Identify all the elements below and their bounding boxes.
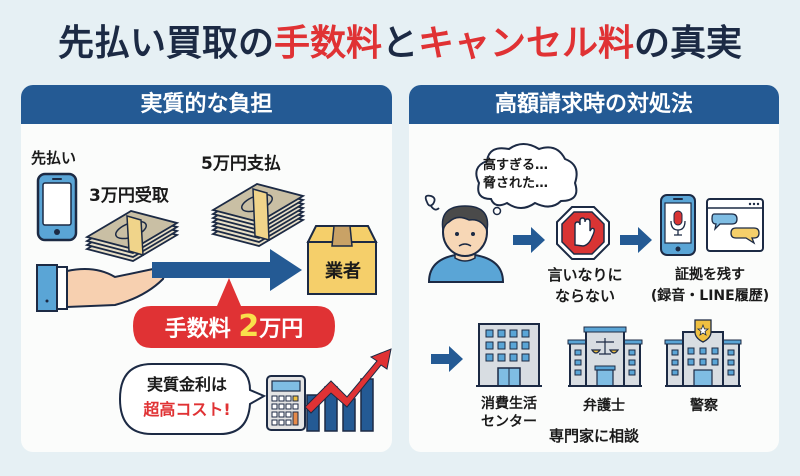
fee-prefix: 手数料 bbox=[164, 317, 231, 342]
arrow-right-icon bbox=[152, 249, 302, 291]
prepay-label: 先払い bbox=[31, 149, 77, 167]
step2-line1: 証拠を残す bbox=[675, 267, 745, 283]
lawyer-courthouse-icon bbox=[567, 326, 643, 387]
consumer-center-building-icon bbox=[476, 323, 542, 387]
rising-chart-icon bbox=[304, 348, 392, 432]
expert1-line1: 消費生活 bbox=[481, 396, 537, 412]
interest-bubble-text: 実質金利は 超高コスト! bbox=[120, 372, 254, 422]
vendor-label: 業者 bbox=[325, 261, 361, 282]
thought-line2: 脅された… bbox=[483, 176, 549, 191]
money-stack-small-icon bbox=[84, 210, 180, 262]
consult-experts-label: 専門家に相談 bbox=[548, 427, 639, 445]
money-stack-large-icon bbox=[210, 183, 306, 247]
fee-bubble-shape bbox=[133, 278, 335, 348]
thought-line1: 高すぎる… bbox=[483, 158, 549, 173]
calculator-icon bbox=[266, 375, 306, 431]
panel-real-burden: 実質的な負担 先払い 3万円受取 5万円支払 bbox=[21, 85, 392, 452]
fee-unit: 万円 bbox=[259, 317, 304, 342]
vendor-box-icon bbox=[306, 225, 378, 295]
step-keep-evidence: 証拠を残す (録音・LINE履歴) bbox=[649, 265, 771, 307]
expert-lawyer: 弁護士 bbox=[583, 398, 625, 414]
interest-line2: 超高コスト! bbox=[143, 400, 231, 419]
title-part5: の真実 bbox=[634, 23, 743, 64]
expert-consumer-center: 消費生活 センター bbox=[469, 395, 549, 431]
title-highlight-cancel: キャンセル料 bbox=[418, 23, 635, 64]
stop-hand-icon bbox=[556, 206, 610, 260]
paid-amount-label: 5万円支払 bbox=[201, 154, 281, 174]
step-dont-comply: 言いなりに ならない bbox=[535, 265, 635, 307]
arrow-right-icon bbox=[513, 227, 545, 253]
step1-line1: 言いなりに bbox=[547, 266, 623, 284]
expert1-line2: センター bbox=[481, 414, 537, 430]
smartphone-icon bbox=[36, 172, 78, 242]
thought-bubble-text: 高すぎる… 脅された… bbox=[483, 157, 579, 193]
expert-police: 警察 bbox=[690, 398, 718, 414]
interest-line1: 実質金利は bbox=[146, 375, 227, 394]
page-title: 先払い買取の手数料とキャンセル料の真実 bbox=[0, 14, 800, 66]
interest-speech-bubble-shape bbox=[118, 363, 267, 435]
panel-countermeasures: 高額請求時の対処法 高すぎる… 脅された… 言いなりに ならない bbox=[409, 85, 779, 452]
panel-header-real-burden: 実質的な負担 bbox=[21, 85, 392, 124]
step2-line2: (録音・LINE履歴) bbox=[650, 288, 770, 304]
chat-history-icon bbox=[706, 198, 764, 252]
panel-header-countermeasures: 高額請求時の対処法 bbox=[409, 85, 779, 124]
phone-recording-icon bbox=[660, 194, 696, 256]
title-part1: 先払い買取の bbox=[57, 23, 274, 64]
worried-person-icon bbox=[424, 194, 505, 283]
thought-cloud-shape bbox=[475, 143, 578, 216]
police-station-icon bbox=[664, 319, 742, 387]
step1-line2: ならない bbox=[554, 287, 615, 305]
arrow-right-icon bbox=[620, 227, 652, 253]
title-part3: と bbox=[381, 23, 418, 64]
title-highlight-fee: 手数料 bbox=[273, 23, 382, 64]
arrow-right-icon bbox=[431, 346, 463, 372]
fee-amount: 2 bbox=[238, 309, 260, 344]
received-amount-label: 3万円受取 bbox=[89, 186, 169, 206]
fee-bubble: 手数料 2万円 bbox=[131, 309, 337, 344]
